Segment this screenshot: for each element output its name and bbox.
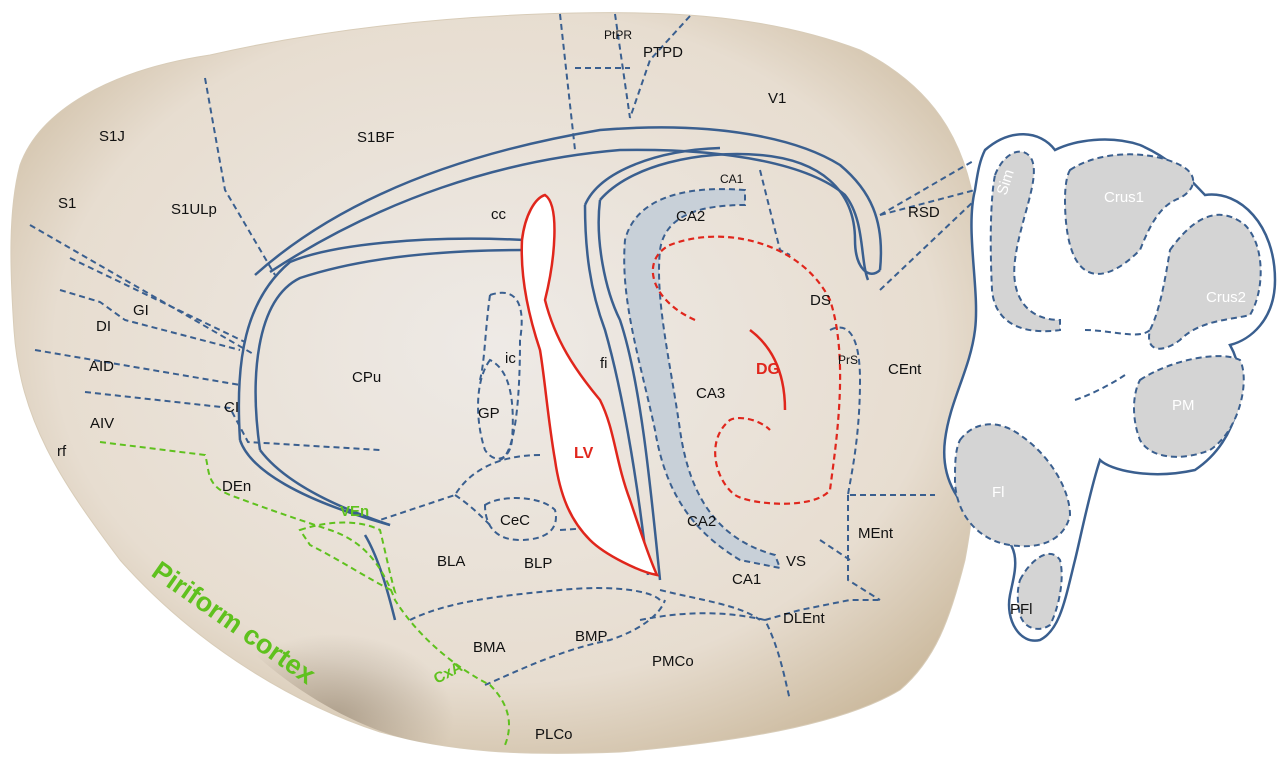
label-VS: VS — [786, 553, 806, 570]
label-S1J: S1J — [99, 128, 125, 145]
label-CeC: CeC — [500, 512, 530, 529]
label-DEn: DEn — [222, 478, 251, 495]
label-S1: S1 — [58, 195, 76, 212]
label-DS: DS — [810, 292, 831, 309]
label-PM: PM — [1172, 397, 1195, 414]
label-V1: V1 — [768, 90, 786, 107]
label-PtPR: PtPR — [604, 28, 632, 42]
label-CA2-bottom: CA2 — [687, 513, 716, 530]
label-GP: GP — [478, 405, 500, 422]
label-Crus2: Crus2 — [1206, 289, 1246, 306]
label-AID: AID — [89, 358, 114, 375]
label-CPu: CPu — [352, 369, 381, 386]
label-AIV: AIV — [90, 415, 114, 432]
label-DG: DG — [756, 361, 780, 378]
label-CA2-top: CA2 — [676, 208, 705, 225]
cerebellum — [944, 134, 1275, 640]
label-CI: CI — [224, 399, 239, 416]
label-PMCo: PMCo — [652, 653, 694, 670]
label-MEnt: MEnt — [858, 525, 894, 542]
label-BMA: BMA — [473, 639, 506, 656]
label-CA1-bottom: CA1 — [732, 571, 761, 588]
label-CEnt: CEnt — [888, 361, 922, 378]
label-PFl: PFl — [1010, 601, 1033, 618]
label-DI: DI — [96, 318, 111, 335]
label-S1BF: S1BF — [357, 129, 395, 146]
label-GI: GI — [133, 302, 149, 319]
label-RSD: RSD — [908, 204, 940, 221]
label-BLP: BLP — [524, 555, 552, 572]
label-VEn: VEn — [340, 503, 369, 520]
label-DLEnt: DLEnt — [783, 610, 826, 627]
label-PrS: PrS — [838, 353, 858, 367]
label-cc: cc — [491, 206, 507, 223]
label-PLCo: PLCo — [535, 726, 573, 743]
label-S1ULp: S1ULp — [171, 201, 217, 218]
label-BMP: BMP — [575, 628, 608, 645]
label-LV: LV — [574, 445, 594, 462]
label-CA3: CA3 — [696, 385, 725, 402]
label-fi: fi — [600, 355, 608, 372]
label-ic: ic — [505, 350, 516, 367]
label-BLA: BLA — [437, 553, 465, 570]
label-rf: rf — [57, 443, 67, 460]
label-PTPD: PTPD — [643, 44, 683, 61]
label-Crus1: Crus1 — [1104, 189, 1144, 206]
label-CA1-top: CA1 — [720, 172, 744, 186]
label-Fl: Fl — [992, 484, 1005, 501]
